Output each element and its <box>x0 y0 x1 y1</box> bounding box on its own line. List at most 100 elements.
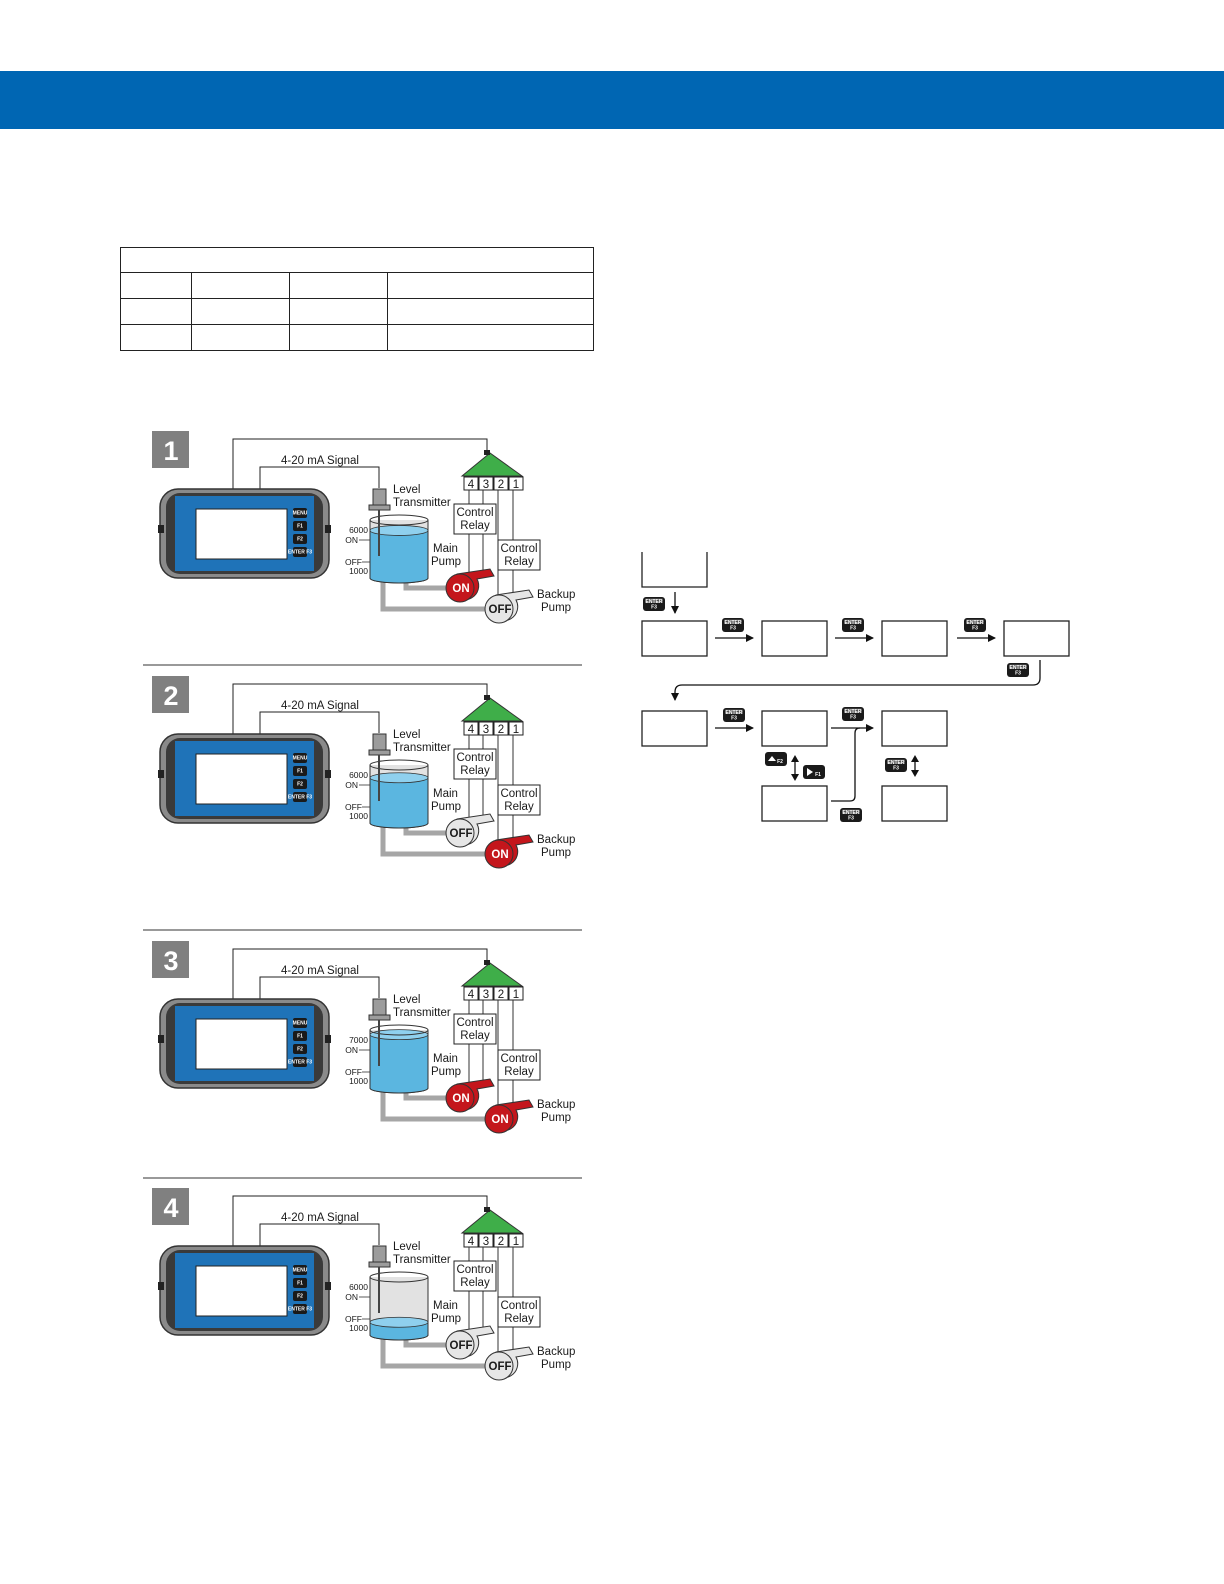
meter-key-label: MENU <box>293 756 308 762</box>
backup-pump-label: Backup <box>537 589 575 601</box>
step-number: 2 <box>163 681 178 711</box>
meter-key-label: ENTER F3 <box>288 1307 312 1313</box>
relay-module-top <box>460 697 524 722</box>
key-label-bottom: F3 <box>730 626 736 632</box>
meter-notch <box>325 1035 331 1043</box>
signal-label: 4-20 mA Signal <box>281 700 359 712</box>
meter-notch <box>158 770 164 778</box>
relay-terminal-number: 1 <box>513 989 519 1001</box>
meter-notch <box>158 525 164 533</box>
relay-terminal-number: 2 <box>498 989 504 1001</box>
flow-double-arrow <box>791 755 799 781</box>
setpoint-high: 6000 <box>349 1282 368 1292</box>
relay-connector <box>484 695 490 700</box>
meter-key-label: F1 <box>297 1281 303 1287</box>
meter-key-button <box>293 1018 307 1028</box>
table-cell <box>120 298 192 325</box>
control-relay-box <box>497 1049 541 1081</box>
step-badge <box>152 676 189 713</box>
control-relay-label: Control <box>500 1053 537 1065</box>
pump-impeller <box>445 573 475 603</box>
backup-pump: OFF <box>484 589 534 624</box>
pipe <box>380 1335 494 1369</box>
signal-label: 4-20 mA Signal <box>281 1212 359 1224</box>
key-label-bottom: F3 <box>850 715 856 721</box>
pump-impeller <box>445 1330 475 1360</box>
table-row <box>120 298 594 325</box>
control-relay-label: Control <box>456 1264 493 1276</box>
key-label-top: ENTER <box>845 709 862 715</box>
key-label-bottom: F3 <box>850 626 856 632</box>
main-pump-label: Main <box>433 788 458 800</box>
control-relay-box <box>453 503 497 535</box>
control-relay-label: Relay <box>504 1313 534 1325</box>
key-label-bottom: F3 <box>893 766 899 772</box>
meter-key-label: F2 <box>297 782 303 788</box>
programming-flowchart: ENTERF3ENTERF3ENTERF3ENTERF3ENTERF3ENTER… <box>641 552 1070 822</box>
header-band <box>0 71 1224 129</box>
pump-impeller <box>445 1083 475 1113</box>
relay-terminal <box>493 476 509 491</box>
meter-key-label: F2 <box>297 1294 303 1300</box>
meter-key-label: MENU <box>293 1021 308 1027</box>
power-wire <box>232 948 488 999</box>
transmitter-flange <box>368 749 391 756</box>
setpoint-off-label: OFF <box>345 557 362 567</box>
main-pump-label: Pump <box>431 1313 461 1325</box>
flow-display-box <box>761 710 828 747</box>
pump-state-label: ON <box>452 1093 469 1105</box>
key-highlight <box>844 708 862 713</box>
backup-pump: ON <box>484 1099 534 1134</box>
transmitter-flange <box>368 504 391 511</box>
signal-label: 4-20 mA Signal <box>281 965 359 977</box>
meter-notch <box>158 1282 164 1290</box>
key-highlight <box>887 759 905 764</box>
flow-display-box <box>881 785 948 822</box>
meter-key-button <box>293 1057 307 1067</box>
meter-key-label: F1 <box>297 1034 303 1040</box>
control-relay-label: Relay <box>460 765 490 777</box>
control-relay-label: Control <box>456 1017 493 1029</box>
key-cap <box>803 765 825 779</box>
key-label-top: ENTER <box>967 620 984 626</box>
meter-notch <box>158 1035 164 1043</box>
meter-display <box>195 1265 288 1317</box>
pump-state-label: OFF <box>450 828 473 840</box>
pipe <box>380 578 494 612</box>
setpoint-off-label: OFF <box>345 802 362 812</box>
pump-impeller <box>484 1104 514 1134</box>
transmitter-head <box>372 488 387 507</box>
transmitter-label: Level <box>393 994 421 1006</box>
setpoint-high: 7000 <box>349 1035 368 1045</box>
control-relay-label: Relay <box>504 556 534 568</box>
relay-terminal <box>478 476 494 491</box>
main-pump-label: Main <box>433 1300 458 1312</box>
flow-display-box <box>761 785 828 822</box>
setpoint-off-label: OFF <box>345 1314 362 1324</box>
right-arrow-icon <box>807 768 813 776</box>
key-label-top: ENTER <box>726 710 743 716</box>
relay-terminal <box>493 986 509 1001</box>
setpoint-low: 1000 <box>349 1323 368 1333</box>
meter-key-button <box>293 779 307 789</box>
transmitter-head <box>372 1245 387 1264</box>
meter-key-label: ENTER F3 <box>288 795 312 801</box>
relay-terminal-number: 1 <box>513 479 519 491</box>
table-cell <box>289 324 388 351</box>
pump-state-label: ON <box>491 849 508 861</box>
meter-notch <box>325 1282 331 1290</box>
control-relay-label: Control <box>500 788 537 800</box>
flow-display-box <box>761 620 828 657</box>
tank-water <box>370 530 428 583</box>
key-highlight <box>966 619 984 624</box>
table-cell <box>289 298 388 325</box>
relay-terminal <box>463 986 479 1001</box>
